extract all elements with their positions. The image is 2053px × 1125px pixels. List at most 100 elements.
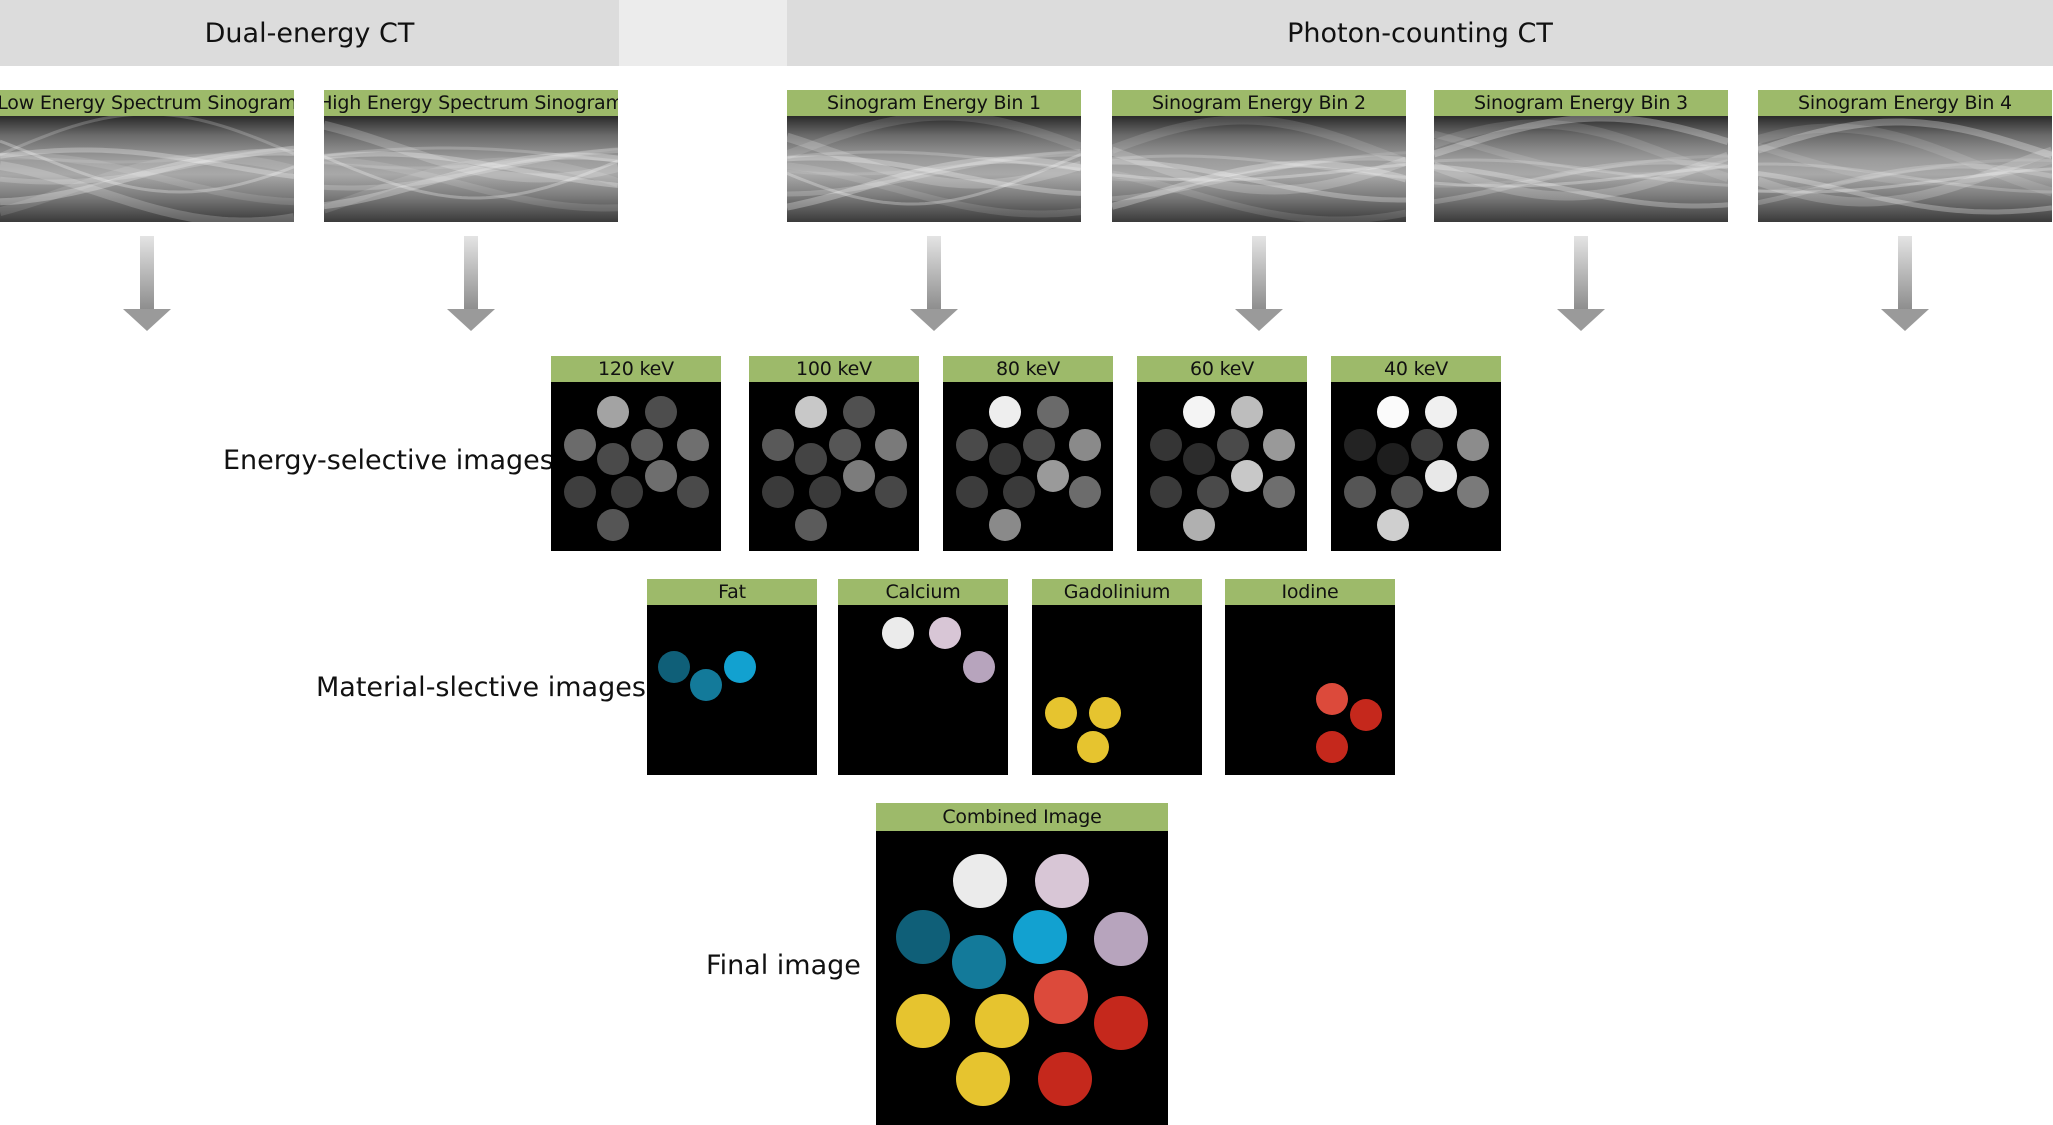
sinogram-image [0, 116, 294, 222]
phantom-insert [1411, 429, 1443, 461]
phantom-insert [1037, 460, 1069, 492]
sinogram-image [1758, 116, 2052, 222]
phantom-insert [1263, 429, 1295, 461]
phantom-insert [1457, 476, 1489, 508]
phantom-insert [795, 396, 827, 428]
phantom-insert [956, 476, 988, 508]
combined-insert [1034, 970, 1088, 1024]
dual-energy-header: Dual-energy CT [0, 0, 619, 66]
combined-insert [1094, 996, 1148, 1050]
phantom-insert [1231, 460, 1263, 492]
phantom-insert [1183, 509, 1215, 541]
energy-panel-label: 120 keV [551, 356, 721, 382]
phantom-insert [1037, 396, 1069, 428]
material-insert [1316, 731, 1348, 763]
phantom-insert [677, 429, 709, 461]
down-arrow-icon [1557, 236, 1605, 331]
phantom-insert [989, 396, 1021, 428]
material-image-panel [838, 605, 1008, 775]
combined-insert [896, 994, 950, 1048]
phantom-insert [597, 509, 629, 541]
phantom-insert [989, 509, 1021, 541]
material-insert [1089, 697, 1121, 729]
phantom-insert [1344, 476, 1376, 508]
combined-insert [896, 910, 950, 964]
phantom-insert [1069, 476, 1101, 508]
material-insert [658, 651, 690, 683]
material-insert [1045, 697, 1077, 729]
material-insert [1077, 731, 1109, 763]
phantom-insert [1023, 429, 1055, 461]
material-insert [929, 617, 961, 649]
phantom-insert [1425, 396, 1457, 428]
phantom-insert [1197, 476, 1229, 508]
material-row-title: Material-slective images [316, 672, 646, 703]
dual-energy-title: Dual-energy CT [204, 17, 415, 49]
sinogram-label: Low Energy Spectrum Sinogram [0, 90, 294, 116]
phantom-insert [645, 396, 677, 428]
sinogram-label: Sinogram Energy Bin 4 [1758, 90, 2052, 116]
phantom-insert [1231, 396, 1263, 428]
energy-image-panel [551, 382, 721, 551]
energy-image-panel [1137, 382, 1307, 551]
phantom-insert [875, 476, 907, 508]
sinogram-image [324, 116, 618, 222]
down-arrow-icon [123, 236, 171, 331]
phantom-insert [1150, 429, 1182, 461]
phantom-insert [1425, 460, 1457, 492]
phantom-insert [1217, 429, 1249, 461]
material-insert [1316, 683, 1348, 715]
phantom-insert [597, 396, 629, 428]
energy-panel-label: 80 keV [943, 356, 1113, 382]
phantom-insert [1183, 396, 1215, 428]
header-gap [619, 0, 787, 66]
phantom-insert [1150, 476, 1182, 508]
combined-insert [953, 854, 1007, 908]
material-insert [724, 651, 756, 683]
energy-panel-label: 60 keV [1137, 356, 1307, 382]
energy-image-panel [1331, 382, 1501, 551]
material-panel-label: Calcium [838, 579, 1008, 605]
phantom-insert [956, 429, 988, 461]
phantom-insert [1457, 429, 1489, 461]
sinogram-label: Sinogram Energy Bin 3 [1434, 90, 1728, 116]
phantom-insert [597, 443, 629, 475]
phantom-insert [843, 396, 875, 428]
material-image-panel [647, 605, 817, 775]
sinogram-label: Sinogram Energy Bin 2 [1112, 90, 1406, 116]
phantom-insert [843, 460, 875, 492]
sinogram-image [1112, 116, 1406, 222]
down-arrow-icon [910, 236, 958, 331]
sinogram-label: High Energy Spectrum Sinogram [324, 90, 618, 116]
sinogram-image [787, 116, 1081, 222]
material-image-panel [1225, 605, 1395, 775]
combined-insert [1038, 1052, 1092, 1106]
material-panel-label: Iodine [1225, 579, 1395, 605]
combined-insert [1013, 910, 1067, 964]
energy-panel-label: 40 keV [1331, 356, 1501, 382]
phantom-insert [809, 476, 841, 508]
phantom-insert [1263, 476, 1295, 508]
phantom-insert [564, 476, 596, 508]
sinogram-image [1434, 116, 1728, 222]
phantom-insert [1377, 396, 1409, 428]
phantom-insert [1183, 443, 1215, 475]
phantom-insert [989, 443, 1021, 475]
phantom-insert [1003, 476, 1035, 508]
phantom-insert [1377, 509, 1409, 541]
energy-panel-label: 100 keV [749, 356, 919, 382]
phantom-insert [645, 460, 677, 492]
phantom-insert [829, 429, 861, 461]
phantom-insert [611, 476, 643, 508]
material-panel-label: Fat [647, 579, 817, 605]
phantom-insert [1391, 476, 1423, 508]
material-panel-label: Gadolinium [1032, 579, 1202, 605]
combined-insert [952, 935, 1006, 989]
sinogram-label: Sinogram Energy Bin 1 [787, 90, 1081, 116]
phantom-insert [762, 476, 794, 508]
final-panel-label: Combined Image [876, 803, 1168, 831]
photon-counting-title: Photon-counting CT [1287, 17, 1553, 49]
material-image-panel [1032, 605, 1202, 775]
phantom-insert [762, 429, 794, 461]
energy-image-panel [943, 382, 1113, 551]
